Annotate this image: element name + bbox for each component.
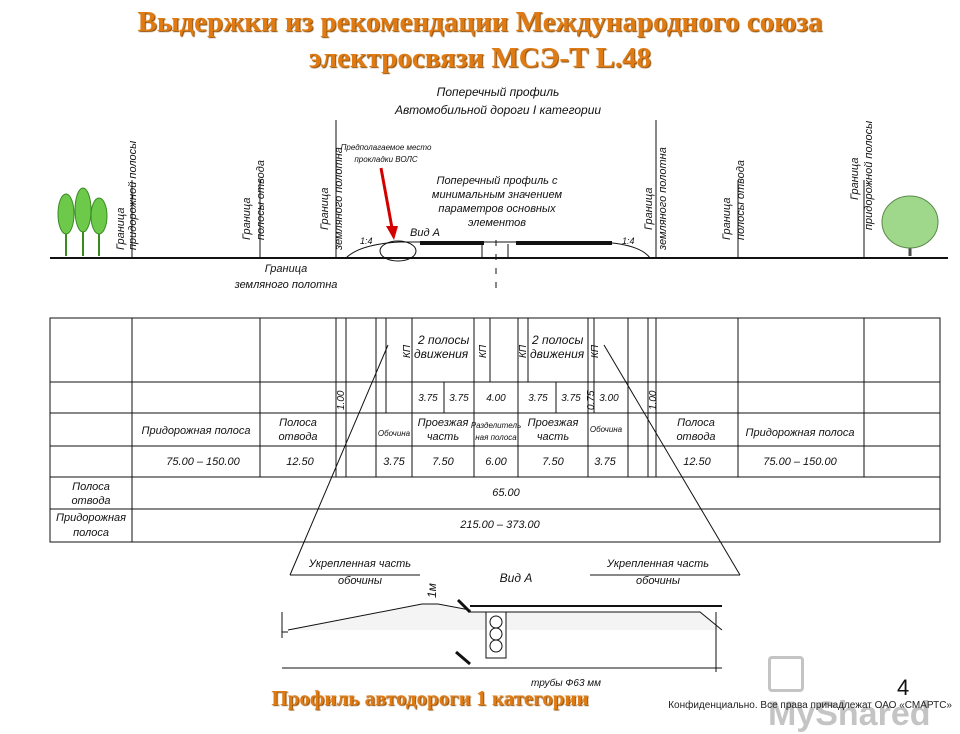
width-2: 3.75 (418, 393, 438, 404)
name-roadside-right: Придорожная полоса (746, 427, 855, 439)
view-a-upper: Вид А (410, 227, 440, 239)
min-profile-4: элементов (468, 217, 526, 229)
label-roadside-right-1: Граница (849, 158, 861, 200)
width-7: 0.75 (586, 390, 597, 410)
name-divider-2: ная полоса (475, 433, 517, 442)
kp-1: КП (402, 344, 413, 358)
reinforced-left-2: обочины (338, 575, 382, 587)
label-row-left-2: полосы отвода (255, 160, 267, 240)
one-meter-label: 1м (425, 583, 439, 598)
width-5: 3.75 (528, 393, 548, 404)
lanes-left-2: движения (414, 347, 469, 361)
reinforced-right-2: обочины (636, 575, 680, 587)
width-1: 1.00 (336, 390, 347, 410)
footer-note: Конфиденциально. Все права принадлежат О… (668, 700, 952, 711)
road-embankment (345, 241, 651, 259)
dimensions-table (49, 317, 941, 543)
width-3: 3.75 (449, 393, 469, 404)
name-carriage-left-2: часть (427, 431, 459, 443)
profile-heading-1: Поперечный профиль (437, 85, 560, 99)
label-roadside-right-2: придорожной полосы (863, 121, 875, 230)
cable-location-circle (379, 240, 417, 262)
slope-right: 1:4 (622, 236, 635, 246)
view-a-detail: Вид А (500, 571, 533, 585)
value-divider: 6.00 (485, 456, 507, 468)
zoom-line-left (289, 344, 389, 576)
cable-note-1: Предполагаемое место (341, 143, 432, 152)
cable-arrow (379, 167, 394, 229)
value-shoulder-left: 3.75 (383, 456, 405, 468)
min-profile-1: Поперечный профиль с (436, 175, 558, 187)
value-shoulder-right: 3.75 (594, 456, 616, 468)
lanes-right-1: 2 полосы (531, 333, 583, 347)
name-row-right-1: Полоса (677, 417, 715, 429)
name-roadside-left: Придорожная полоса (142, 425, 251, 437)
row-rightofway-label-1: Полоса (72, 481, 110, 493)
value-carriage-left: 7.50 (432, 456, 454, 468)
label-roadside-left-1: Граница (115, 208, 127, 250)
kp-2: КП (478, 344, 489, 358)
label-row-left-1: Граница (241, 198, 253, 240)
arrow-head-icon (386, 226, 398, 240)
reinforced-left-1: Укрепленная часть (308, 558, 411, 570)
slide-title: Выдержки из рекомендации Международного … (0, 4, 960, 76)
name-row-left-1: Полоса (279, 417, 317, 429)
page-number: 4 (897, 675, 910, 700)
pipe-icon-1 (489, 615, 503, 629)
lanes-left-1: 2 полосы (417, 333, 469, 347)
value-roadside-left: 75.00 – 150.00 (166, 456, 240, 468)
row-rightofway-total: 65.00 (492, 487, 520, 499)
value-roadside-right: 75.00 – 150.00 (763, 456, 837, 468)
label-row-right-1: Граница (721, 198, 733, 240)
label-roadbed-right-1: Граница (643, 188, 655, 230)
label-row-right-2: полосы отвода (735, 160, 747, 240)
ground-border-2: земляного полотна (234, 279, 338, 291)
pipe-icon-3 (489, 639, 503, 653)
width-4: 4.00 (486, 393, 506, 404)
row-roadside-total: 215.00 – 373.00 (459, 519, 540, 531)
name-divider-1: Разделитель (471, 421, 521, 430)
label-roadbed-left-1: Граница (319, 188, 331, 230)
width-9: 1.00 (648, 390, 659, 410)
label-roadside-left-2: придорожной полосы (127, 141, 139, 250)
tree-icon-right (881, 195, 939, 256)
kp-3: КП (518, 344, 529, 358)
name-row-right-2: отвода (676, 431, 715, 443)
label-roadbed-right-2: земляного полотна (657, 147, 669, 251)
name-carriage-right-2: часть (537, 431, 569, 443)
title-line-2: электросвязи МСЭ-Т L.48 (308, 42, 652, 74)
bottom-title: Профиль автодороги 1 категории (271, 686, 589, 710)
min-profile-2: минимальным значением (432, 189, 563, 201)
name-carriage-right-1: Проезжая (528, 417, 579, 429)
pipe-icon-2 (489, 627, 503, 641)
profile-heading-2: Автомобильной дороги I категории (394, 103, 601, 117)
reinforced-right-1: Укрепленная часть (606, 558, 709, 570)
slope-left: 1:4 (360, 236, 373, 246)
lanes-right-2: движения (530, 347, 585, 361)
kp-4: КП (590, 344, 601, 358)
logo-icon (768, 656, 804, 693)
row-roadside-label-1: Придорожная (56, 512, 126, 524)
tree-icon-left (57, 187, 108, 256)
min-profile-3: параметров основных (438, 203, 556, 215)
pipes-label: трубы Ф63 мм (531, 677, 601, 689)
width-6: 3.75 (561, 393, 581, 404)
name-shoulder-right: Обочина (590, 425, 623, 434)
myshared-logo: MyShared (768, 656, 960, 734)
label-roadbed-left-2: земляного полотна (333, 147, 345, 251)
row-rightofway-label-2: отвода (71, 495, 110, 507)
name-shoulder-left: Обочина (378, 429, 411, 438)
ground-border-1: Граница (265, 263, 307, 275)
value-carriage-right: 7.50 (542, 456, 564, 468)
zoom-line-right (603, 344, 741, 576)
name-row-left-2: отвода (278, 431, 317, 443)
row-roadside-label-2: полоса (73, 527, 109, 539)
value-row-left: 12.50 (286, 456, 314, 468)
cable-note-2: прокладки ВОЛС (354, 155, 418, 164)
value-row-right: 12.50 (683, 456, 711, 468)
title-line-1: Выдержки из рекомендации Международного … (137, 6, 823, 38)
width-8: 3.00 (599, 393, 619, 404)
name-carriage-left-1: Проезжая (418, 417, 469, 429)
